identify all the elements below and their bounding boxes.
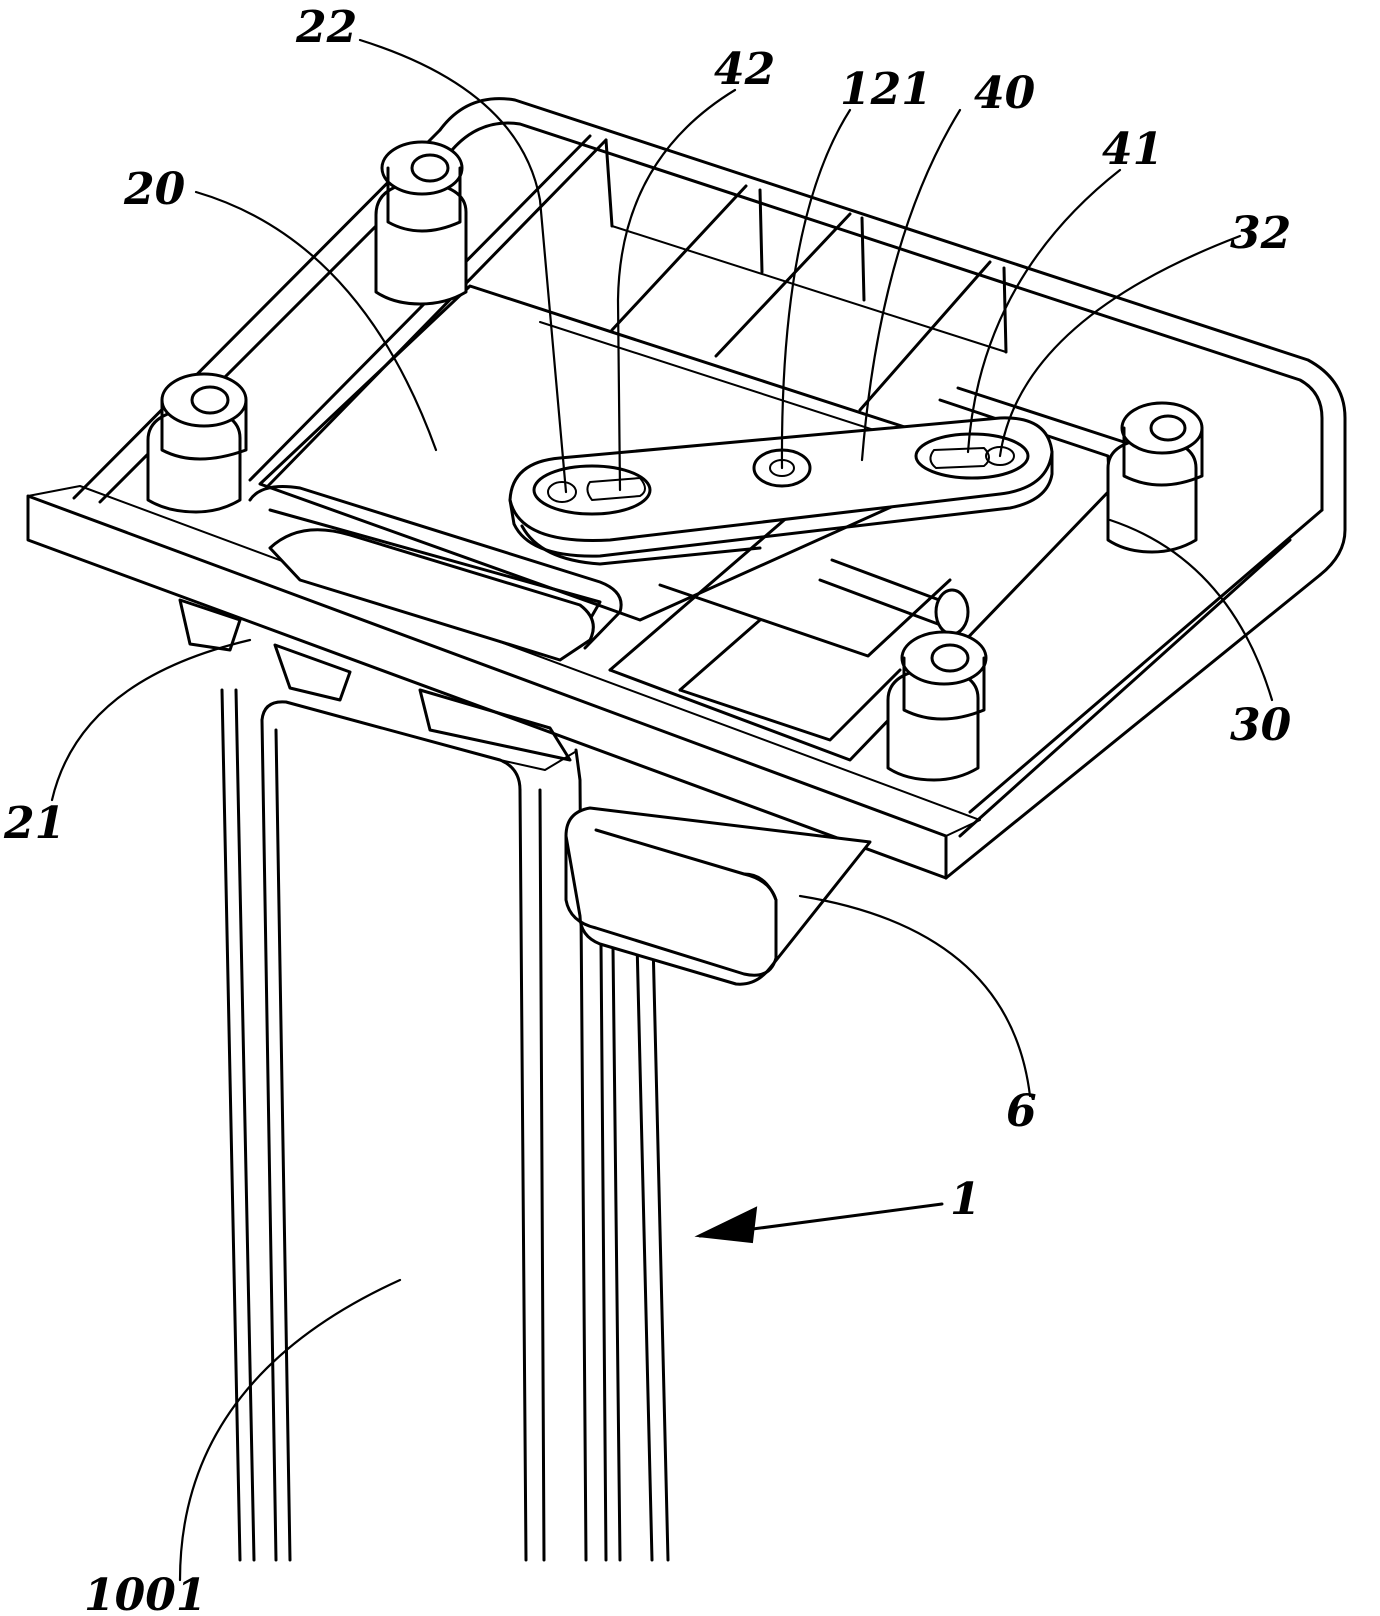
label-32: 32 bbox=[1230, 208, 1291, 259]
label-1: 1 bbox=[950, 1174, 981, 1225]
link-arm-40 bbox=[508, 416, 1054, 566]
boss-posts bbox=[146, 140, 1204, 782]
column-body bbox=[220, 688, 670, 1562]
boss-right bbox=[1106, 401, 1204, 554]
label-20: 20 bbox=[123, 164, 186, 215]
label-1001: 1001 bbox=[84, 1570, 206, 1616]
boss-front bbox=[886, 630, 988, 782]
leader-lines bbox=[50, 38, 1274, 1582]
label-42: 42 bbox=[714, 44, 775, 95]
label-21: 21 bbox=[3, 798, 65, 849]
label-41: 41 bbox=[1102, 124, 1163, 175]
reference-labels: 22 42 121 40 41 20 32 21 30 6 1 1001 bbox=[3, 2, 1292, 1616]
base-tray bbox=[26, 97, 1347, 880]
boss-top-left bbox=[374, 140, 468, 306]
label-30: 30 bbox=[1230, 700, 1292, 751]
block-21 bbox=[178, 485, 623, 762]
label-121: 121 bbox=[840, 64, 932, 115]
label-40: 40 bbox=[974, 68, 1036, 119]
label-22: 22 bbox=[295, 2, 357, 53]
boss-mid-left bbox=[146, 372, 248, 514]
label-6: 6 bbox=[1006, 1086, 1037, 1137]
block-6 bbox=[564, 806, 872, 986]
